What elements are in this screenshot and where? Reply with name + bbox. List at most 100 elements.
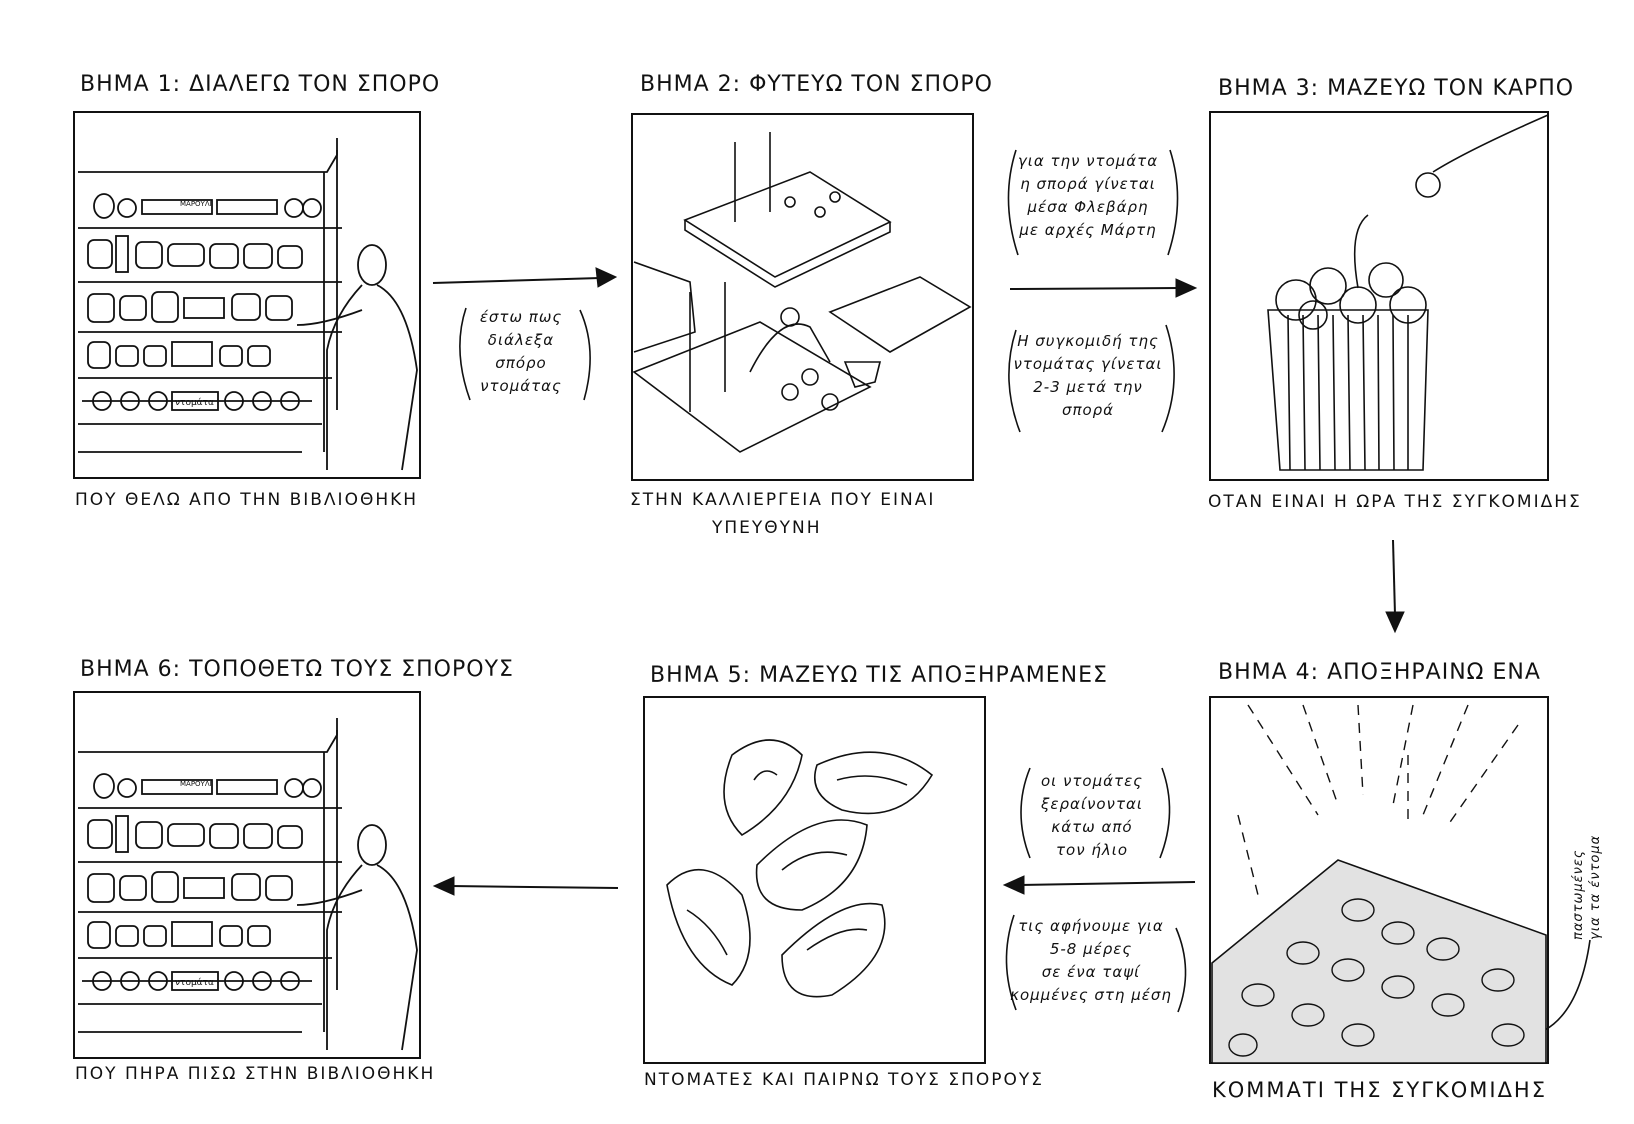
tomato-half: [1431, 993, 1465, 1017]
tomato: [1309, 267, 1347, 305]
note-line: κάτω από: [1051, 818, 1133, 836]
seed-jar: [148, 971, 168, 991]
tomato-half: [1491, 1023, 1525, 1047]
step-2-caption-line-2: ΥΠΕΥΘΥΝΗ: [712, 518, 822, 538]
tomato-half: [1481, 968, 1515, 992]
sun-ray: [1302, 704, 1339, 806]
note-line: κομμένες στη μέση: [1010, 986, 1172, 1004]
seed-line: [781, 851, 848, 871]
jar-label: ΜΑΡΟΥΛΙ: [180, 780, 212, 788]
panel-frame: [643, 696, 986, 1064]
seed-jar: [247, 345, 271, 367]
panel-frame: [1209, 111, 1549, 481]
bracket-left: [459, 307, 471, 401]
shelf-top: [78, 138, 338, 173]
seed-jar: [135, 821, 163, 849]
seed-jar: [252, 391, 272, 411]
tomato-seed-box: [171, 391, 219, 411]
garden-bed: [828, 276, 972, 353]
seed-jar: [115, 345, 139, 367]
seed-jar: [87, 873, 115, 903]
sun-ray: [1422, 704, 1469, 816]
sun-ray: [1247, 704, 1319, 816]
tomato: [1368, 262, 1404, 298]
shelf-top: [78, 718, 338, 753]
drying-tray: [1211, 859, 1547, 1064]
seed-box: [141, 199, 213, 215]
seed-box: [141, 779, 213, 795]
seed-jar: [209, 823, 239, 849]
person-body: [326, 864, 363, 1050]
bracket-left: [1008, 329, 1021, 433]
step-4-caption: ΚΟΜΜΑΤΙ ΤΗΣ ΣΥΓΚΟΜΙΔΗΣ: [1212, 1078, 1547, 1102]
panel-2-garden: [631, 113, 974, 481]
seed-jar: [231, 293, 261, 321]
step-2-caption-line-1: ΣΤΗΝ ΚΑΛΛΙΕΡΓΕΙΑ ΠΟΥ ΕΙΝΑΙ: [630, 490, 936, 510]
tomato: [1298, 300, 1328, 330]
sprout: [829, 191, 841, 203]
seed-jar: [219, 345, 243, 367]
arrow-3-to-4: [1392, 539, 1396, 616]
tomato-half: [1341, 1023, 1375, 1047]
seed-jar: [115, 815, 129, 853]
seed-jar: [167, 823, 205, 847]
seed-jar: [224, 971, 244, 991]
plant-stem: [1353, 214, 1369, 289]
seed-jar: [247, 925, 271, 947]
sun-ray: [1237, 814, 1259, 896]
step-6-caption: ΠΟΥ ΠΗΡΑ ΠΙΣΩ ΣΤΗΝ ΒΙΒΛΙΟΘΗΚΗ: [75, 1064, 436, 1084]
seed-line: [836, 775, 908, 786]
tomato-half: [1341, 898, 1375, 922]
note-line: οι ντομάτες: [1041, 772, 1143, 790]
seed-jar: [115, 235, 129, 273]
seed-jar: [277, 245, 303, 269]
seed-jar: [93, 773, 115, 799]
seed-jar: [252, 971, 272, 991]
arrowhead-2: [1175, 278, 1198, 298]
seed-jar: [119, 295, 147, 321]
person-back: [376, 864, 418, 1051]
sun-ray: [1392, 704, 1414, 806]
note-line: σε ένα ταψί: [1041, 963, 1141, 981]
bracket-right: [1159, 767, 1171, 859]
note-line: η σπορά γίνεται: [1020, 175, 1156, 193]
tomato-half: [1291, 1003, 1325, 1027]
seed-jar: [209, 243, 239, 269]
step-5-caption: ΝΤΟΜΑΤΕΣ ΚΑΙ ΠΑΙΡΝΩ ΤΟΥΣ ΣΠΟΡΟΥΣ: [644, 1070, 1044, 1090]
step-3-caption: ΟΤΑΝ ΕΙΝΑΙ Η ΩΡΑ ΤΗΣ ΣΥΓΚΟΜΙΔΗΣ: [1208, 492, 1582, 512]
step-2-title: ΒΗΜΑ 2: ΦΥΤΕΥΩ ΤΟΝ ΣΠΟΡΟ: [640, 72, 993, 97]
seed-jar: [143, 925, 167, 947]
seed-box: [216, 199, 278, 215]
seed-jar: [265, 295, 293, 321]
seed-jar: [280, 971, 300, 991]
note-line: ξεραίνονται: [1041, 795, 1143, 813]
tomato: [1339, 286, 1377, 324]
seed-jar: [117, 778, 137, 798]
seed-jar: [302, 778, 322, 798]
bracket-left: [1007, 149, 1019, 256]
seed-jar: [87, 921, 111, 949]
seed-jar: [243, 243, 273, 269]
note-line: για την ντομάτα: [1017, 152, 1159, 170]
seed-jar: [243, 823, 273, 849]
note-line: ντομάτας γίνεται: [1013, 355, 1163, 373]
note-line: 5-8 μέρες: [1049, 940, 1133, 958]
seed-jar: [93, 193, 115, 219]
garden-bed: [632, 321, 872, 453]
note-harvest-time: Η συγκομιδή της ντομάτας γίνεται 2-3 μετ…: [1008, 330, 1168, 422]
tomato-label: ντομάτα: [175, 978, 214, 988]
spiral-plant: [781, 383, 799, 401]
seed-jar: [115, 925, 139, 947]
note-line: 2-3 μετά την: [1033, 378, 1143, 396]
dried-tomato: [781, 902, 886, 998]
note-line: σπορά: [1061, 401, 1115, 419]
person-arm: [296, 309, 363, 326]
seed-box: [183, 877, 225, 899]
person-body: [326, 284, 363, 470]
seed-line: [686, 909, 728, 956]
note-line: μέσα Φλεβάρη: [1027, 198, 1149, 216]
jar-label: ΜΑΡΟΥΛΙ: [180, 200, 212, 208]
tomato-half: [1241, 983, 1275, 1007]
seed-jar: [87, 341, 111, 369]
note-sun-drying: οι ντομάτες ξεραίνονται κάτω από τον ήλι…: [1022, 770, 1162, 862]
